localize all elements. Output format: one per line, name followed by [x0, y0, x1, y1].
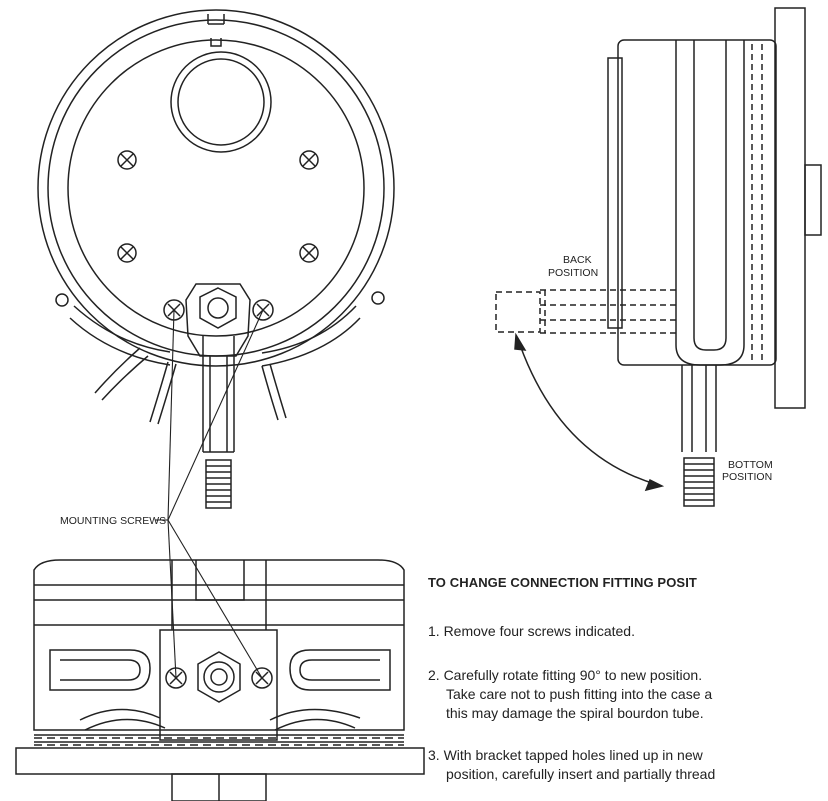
- bottom-base-plate: [15, 747, 425, 775]
- relief-plug-outer: [170, 51, 272, 153]
- gauge-side-view: [495, 7, 822, 507]
- bottom-bracket-top: [171, 560, 267, 630]
- slot-hole-right: [371, 291, 385, 305]
- bottom-dashed-band: [34, 737, 404, 746]
- bottom-nut-ring-outer: [203, 661, 235, 693]
- outer-ring-inner-edge: [47, 19, 385, 357]
- side-dashed-edge: [751, 44, 763, 360]
- bottom-wires: [79, 708, 361, 731]
- wire-left: [94, 347, 149, 401]
- gauge-bottom-view: [15, 559, 425, 801]
- step-2-line-1: 2. Carefully rotate fitting 90° to new p…: [428, 667, 703, 683]
- bottom-stem: [681, 365, 717, 452]
- bottom-screw-left: [165, 667, 187, 689]
- arrow-head-bottom: [644, 478, 665, 492]
- threaded-end: [205, 459, 232, 509]
- case-screw-1: [117, 150, 137, 170]
- step-2-line-3: this may damage the spiral bourdon tube.: [446, 705, 704, 721]
- hex-fitting: [199, 287, 237, 329]
- side-case-front: [607, 57, 623, 329]
- bracket: [185, 283, 251, 357]
- instruction-step-1: 1. Remove four screws indicated.: [428, 622, 635, 641]
- case-screw-4: [299, 243, 319, 263]
- hex-fitting-bore: [207, 297, 229, 319]
- step-3-line-2: position, carefully insert and partially…: [446, 766, 716, 782]
- gauge-back-view: [37, 9, 395, 509]
- bottom-nut-ring-inner: [210, 668, 228, 686]
- arrow-head-top: [514, 332, 527, 351]
- slot-hole-left: [55, 293, 69, 307]
- side-case-groove: [675, 40, 745, 366]
- wire-mid: [149, 361, 177, 425]
- instruction-step-2: 2. Carefully rotate fitting 90° to new p…: [428, 666, 712, 723]
- bottom-thread: [683, 457, 715, 507]
- case-back: [67, 39, 365, 337]
- slot-left: [69, 305, 171, 366]
- step-2-line-2: Take care not to push fitting into the c…: [446, 686, 713, 702]
- case-screw-3: [117, 243, 137, 263]
- bottom-slot-right: [289, 649, 391, 691]
- side-knob: [804, 164, 822, 236]
- mounting-screws-label: MOUNTING SCREWS: [60, 515, 166, 527]
- step-3-line-1: 3. With bracket tapped holes lined up in…: [428, 747, 703, 763]
- rotation-arrow-arc: [519, 344, 656, 485]
- back-position-thread: [495, 291, 541, 333]
- back-position-label-line1: BACK: [563, 254, 592, 266]
- bottom-hex-nut: [197, 651, 241, 703]
- side-flange: [774, 7, 806, 409]
- slot-right: [261, 305, 361, 367]
- bottom-case-lower-band: [34, 734, 404, 743]
- bottom-slot-left: [49, 649, 151, 691]
- wire-right: [261, 363, 287, 421]
- fitting-stem: [202, 336, 235, 453]
- outer-ring: [37, 9, 395, 367]
- bottom-position-label-line2: POSITION: [722, 471, 772, 483]
- bottom-case-outline: [33, 559, 405, 731]
- instruction-step-3: 3. With bracket tapped holes lined up in…: [428, 746, 715, 784]
- bottom-position-label-line1: BOTTOM: [728, 459, 773, 471]
- case-screw-2: [299, 150, 319, 170]
- top-notch: [207, 14, 225, 47]
- back-position-label-line2: POSITION: [548, 267, 598, 279]
- bottom-screw-right: [251, 667, 273, 689]
- relief-plug-inner: [177, 58, 265, 146]
- instructions-heading: TO CHANGE CONNECTION FITTING POSIT: [428, 575, 697, 590]
- stem-hex-detail: [209, 356, 228, 452]
- step-1-text: 1. Remove four screws indicated.: [428, 623, 635, 639]
- bottom-bracket: [159, 629, 278, 741]
